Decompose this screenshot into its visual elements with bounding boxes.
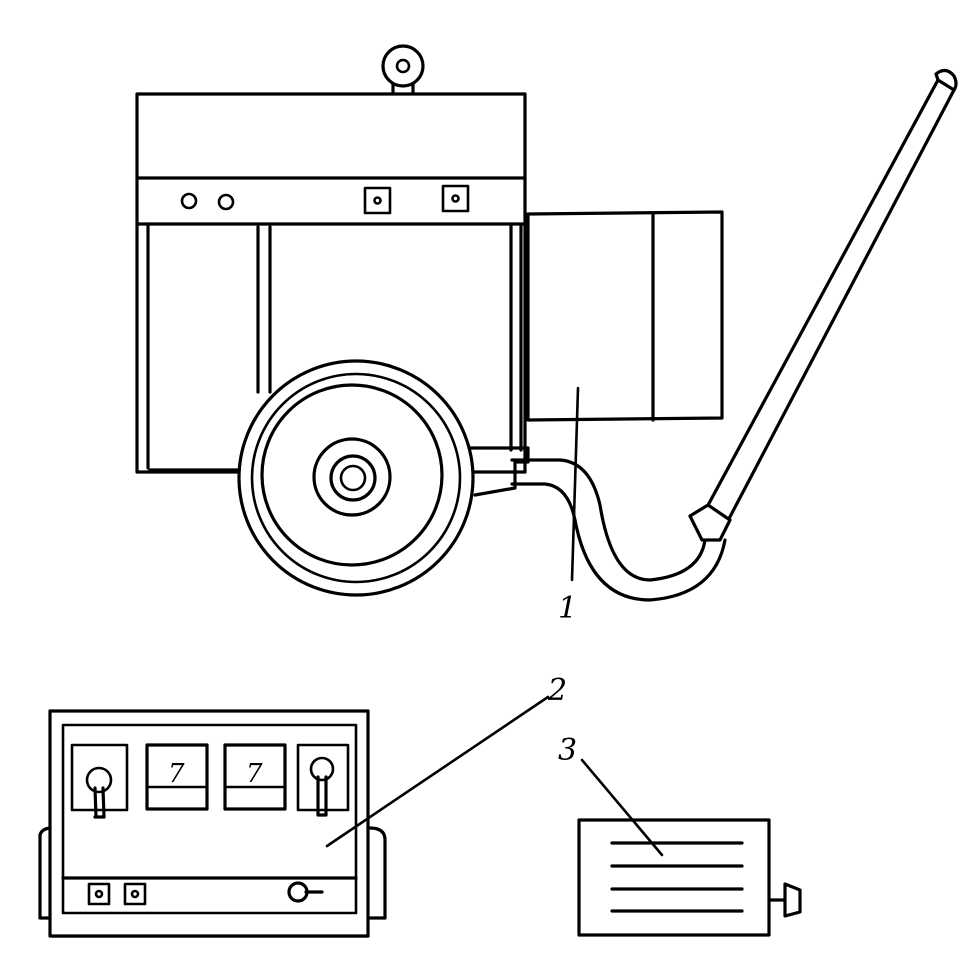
generator-unit (135, 44, 958, 602)
panel-cabinet (48, 709, 370, 938)
electrode-box (577, 758, 802, 937)
leader-line-2 (325, 695, 550, 848)
leader-line-3 (580, 758, 664, 857)
meter-1: 7 (145, 743, 209, 811)
meter-2: 7 (223, 743, 287, 811)
left-toggle-switch-icon (70, 743, 129, 819)
motor-cylinder (526, 210, 724, 422)
knob-icon (287, 881, 324, 903)
label-3: 3 (558, 733, 577, 768)
label-2: 2 (547, 673, 567, 708)
label-1: 1 (558, 591, 577, 626)
svg-text:7: 7 (246, 759, 263, 789)
leader-line-1 (570, 386, 580, 582)
right-toggle-switch-icon (296, 743, 350, 817)
svg-text:7: 7 (168, 759, 185, 789)
band-fittings (180, 184, 470, 215)
handle-bar (688, 68, 958, 542)
wheel-icon (237, 359, 475, 597)
control-panel: 7 7 (38, 695, 550, 938)
panel-terminals (87, 882, 147, 906)
lifting-eye-icon (381, 44, 425, 97)
screw-knob-icon (768, 882, 802, 918)
